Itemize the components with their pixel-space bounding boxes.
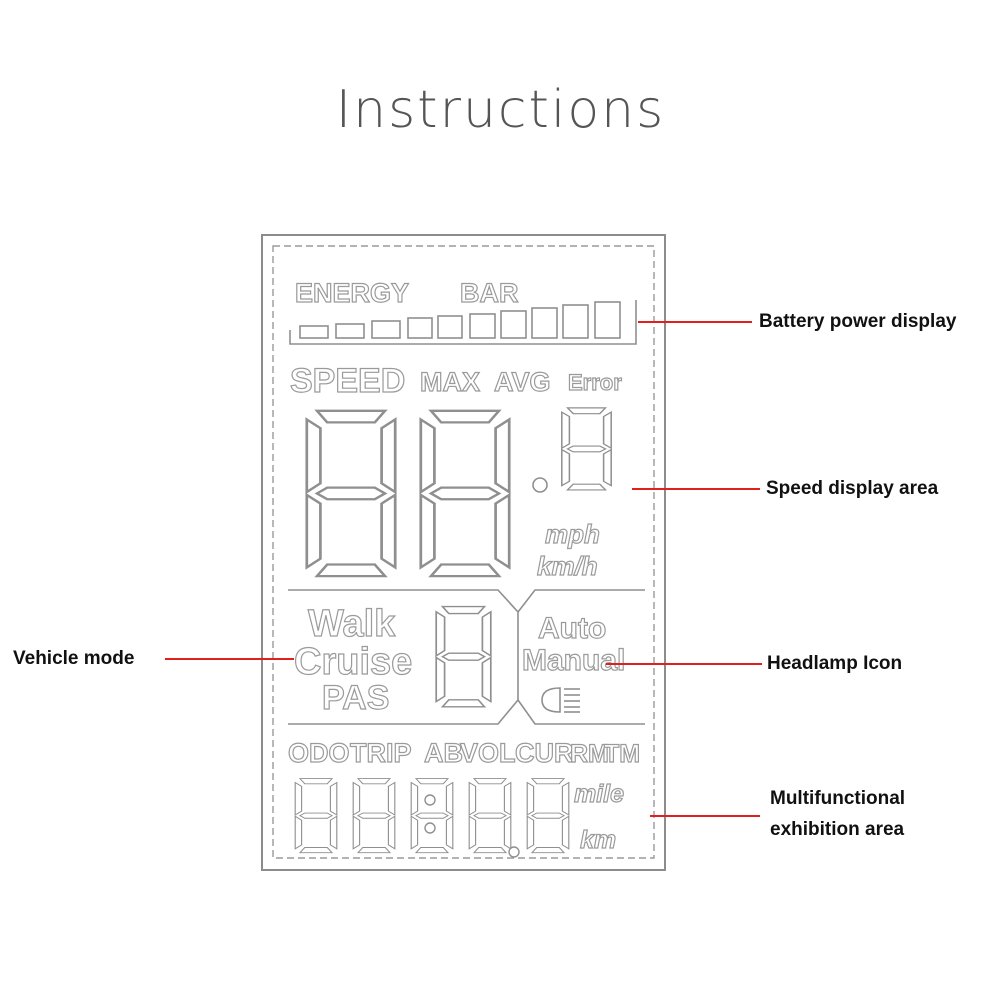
battery-cell — [469, 313, 496, 339]
bar-label: BAR — [460, 278, 519, 308]
function-labels: ODO TRIP AB VOL CUR RM TM — [287, 737, 640, 768]
func-odo: ODO — [288, 738, 350, 768]
colon-dot — [424, 822, 436, 834]
speed-label: SPEED — [290, 362, 405, 400]
page-title: Instructions — [335, 80, 666, 140]
headlamp-icon — [541, 687, 580, 713]
func-vol: VOL — [460, 738, 516, 768]
callout-speed: Speed display area — [766, 478, 939, 499]
callout-multifunction-line2: exhibition area — [770, 819, 905, 840]
battery-cell — [594, 301, 621, 339]
callout-vehicle-mode: Vehicle mode — [13, 648, 135, 669]
callout-headlamp: Headlamp Icon — [767, 653, 903, 674]
lcd-frame — [261, 234, 666, 871]
battery-cell — [371, 320, 401, 339]
battery-cell — [531, 307, 558, 339]
battery-cell — [407, 317, 433, 339]
battery-cell — [500, 310, 527, 339]
energy-label: ENERGY — [295, 278, 409, 308]
unit-mph: mph — [545, 519, 600, 549]
multi-decimal-point — [508, 846, 520, 858]
battery-bar — [289, 300, 637, 345]
battery-cell — [562, 304, 589, 339]
battery-cell — [335, 323, 365, 339]
light-auto: Auto — [538, 612, 606, 645]
callout-multifunction-line1: Multifunctional — [770, 788, 906, 809]
light-manual: Manual — [522, 644, 625, 677]
unit-kmh: km/h — [537, 551, 598, 581]
mode-pas: PAS — [322, 679, 389, 717]
func-ab: AB — [424, 738, 463, 768]
func-tm: TM — [604, 740, 640, 768]
max-label: MAX — [420, 367, 480, 397]
error-label: Error — [568, 370, 622, 395]
mode-cruise: Cruise — [294, 641, 412, 683]
mode-section-frame — [288, 589, 645, 725]
unit-km: km — [580, 826, 616, 854]
multifunction-digits — [294, 778, 570, 858]
battery-baseline — [289, 300, 637, 345]
speed-digits — [305, 407, 612, 578]
avg-label: AVG — [494, 367, 551, 397]
battery-cell — [437, 315, 463, 339]
func-rm: RM — [570, 740, 609, 768]
func-trip: TRIP — [350, 738, 412, 768]
lcd-inner-frame — [272, 245, 655, 859]
speed-decimal-point — [532, 477, 548, 493]
unit-mile: mile — [574, 780, 624, 808]
leader-lines — [165, 321, 762, 817]
mode-walk: Walk — [308, 603, 396, 645]
colon-dot — [424, 794, 436, 806]
callout-battery: Battery power display — [759, 311, 957, 332]
func-cur: CUR — [515, 738, 574, 768]
battery-cell — [299, 325, 329, 339]
